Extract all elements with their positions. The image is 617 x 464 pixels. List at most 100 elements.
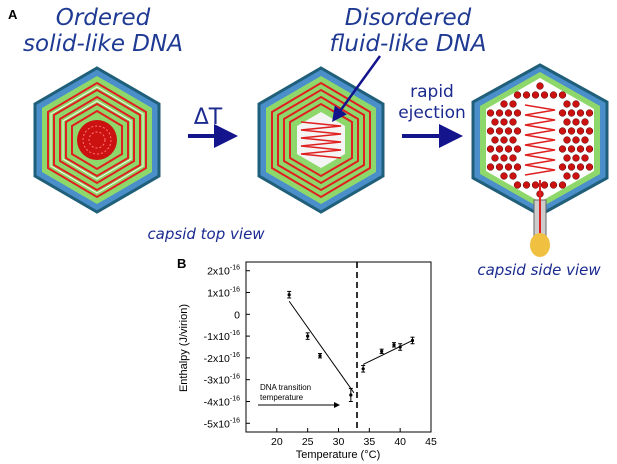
dna-dot — [567, 163, 576, 171]
dna-dot — [509, 154, 517, 162]
dna-dot — [563, 118, 571, 126]
rapid-label-line1: rapid — [410, 82, 454, 102]
dna-dot — [513, 163, 522, 171]
dna-dot — [504, 145, 513, 153]
dna-dot — [491, 118, 499, 126]
dna-dot — [486, 127, 495, 135]
x-axis-label: Temperature (°C) — [296, 449, 380, 461]
dna-dot — [576, 145, 585, 153]
dna-dot — [563, 154, 571, 162]
dna-dot — [531, 91, 540, 99]
dna-dot — [576, 109, 585, 117]
y-tick-label: -5x10-16 — [204, 417, 240, 430]
fit-line — [288, 300, 355, 394]
dna-dot — [491, 154, 499, 162]
x-tick-label: 20 — [271, 436, 283, 448]
plot-frame — [245, 261, 432, 433]
dna-dot — [486, 145, 495, 153]
dna-dot — [522, 181, 531, 189]
dna-dot — [513, 127, 522, 135]
dna-dot — [581, 118, 589, 126]
y-axis-ticks: 2x10-161x10-160-1x10-16-2x10-16-3x10-16-… — [204, 265, 250, 430]
x-tick-label: 35 — [363, 436, 375, 448]
y-tick-label: 1x10-16 — [207, 287, 240, 300]
y-tick-label: -1x10-16 — [204, 330, 240, 343]
y-axis-label: Enthalpy (J/virion) — [178, 304, 190, 392]
dna-dot — [513, 145, 522, 153]
transition-annotation-line2: temperature — [260, 393, 304, 402]
dna-dot — [558, 109, 567, 117]
dna-dot — [500, 136, 508, 144]
delta-t-label: ΔT — [194, 105, 223, 130]
x-tick-label: 30 — [333, 436, 345, 448]
dna-dot — [486, 163, 495, 171]
dna-dot — [567, 127, 576, 135]
dna-dot — [504, 127, 513, 135]
y-tick-label: -3x10-16 — [204, 374, 240, 387]
dna-dot — [500, 154, 508, 162]
capsid-disordered-top-view — [257, 66, 385, 214]
dna-cross-sections — [486, 82, 594, 198]
dna-dot — [504, 163, 513, 171]
dna-dot — [558, 181, 567, 189]
dna-dot — [576, 163, 585, 171]
x-tick-label: 40 — [394, 436, 406, 448]
dna-dot — [572, 118, 580, 126]
enthalpy-chart: 2x10-161x10-160-1x10-16-2x10-16-3x10-16-… — [178, 261, 437, 461]
dna-dot — [585, 127, 594, 135]
dna-dot — [536, 82, 544, 90]
panel-a-label: A — [8, 7, 18, 22]
disordered-title-line1: Disordered — [345, 5, 472, 31]
y-tick-label: 0 — [234, 309, 240, 321]
dna-dot — [491, 136, 499, 144]
panel-b-label: B — [177, 256, 186, 271]
dna-dot — [585, 163, 594, 171]
dna-dot — [558, 145, 567, 153]
data-point — [380, 349, 384, 353]
dna-dot — [567, 109, 576, 117]
dna-dot — [531, 181, 540, 189]
dna-dot — [563, 100, 571, 108]
dna-dot — [572, 172, 580, 180]
dna-dot — [563, 172, 571, 180]
capsid-ordered-top-view — [33, 66, 161, 214]
rapid-label-line2: ejection — [398, 103, 466, 123]
dna-dot — [581, 136, 589, 144]
top-view-caption: capsid top view — [147, 225, 265, 243]
dna-dot — [509, 172, 517, 180]
dna-dot — [549, 181, 558, 189]
dna-dot — [563, 136, 571, 144]
dna-dot — [558, 127, 567, 135]
dna-dot — [500, 172, 508, 180]
dna-dot — [509, 136, 517, 144]
dna-dot — [576, 127, 585, 135]
data-point — [318, 354, 322, 358]
side-view-caption: capsid side view — [477, 261, 601, 279]
dna-dot — [495, 109, 504, 117]
data-marks — [287, 262, 415, 432]
y-tick-label: -4x10-16 — [204, 395, 240, 408]
x-tick-label: 45 — [425, 436, 437, 448]
disordered-title-line2: fluid-like DNA — [330, 31, 487, 57]
dna-dot — [495, 145, 504, 153]
dna-dot — [572, 100, 580, 108]
transition-annotation-line1: DNA transition — [260, 383, 311, 392]
dna-dot — [509, 118, 517, 126]
data-point — [361, 367, 365, 371]
data-point — [349, 393, 353, 397]
dna-dot — [513, 181, 522, 189]
dna-dot — [585, 145, 594, 153]
dna-dot — [567, 145, 576, 153]
fit-line — [362, 340, 413, 365]
data-point — [410, 338, 415, 343]
dna-dot — [509, 100, 517, 108]
dna-dot — [581, 154, 589, 162]
dna-dot — [540, 91, 549, 99]
dna-dot — [486, 109, 495, 117]
y-tick-label: -2x10-16 — [204, 352, 240, 365]
dna-dot — [495, 163, 504, 171]
dna-dot — [500, 118, 508, 126]
data-point — [398, 345, 402, 349]
